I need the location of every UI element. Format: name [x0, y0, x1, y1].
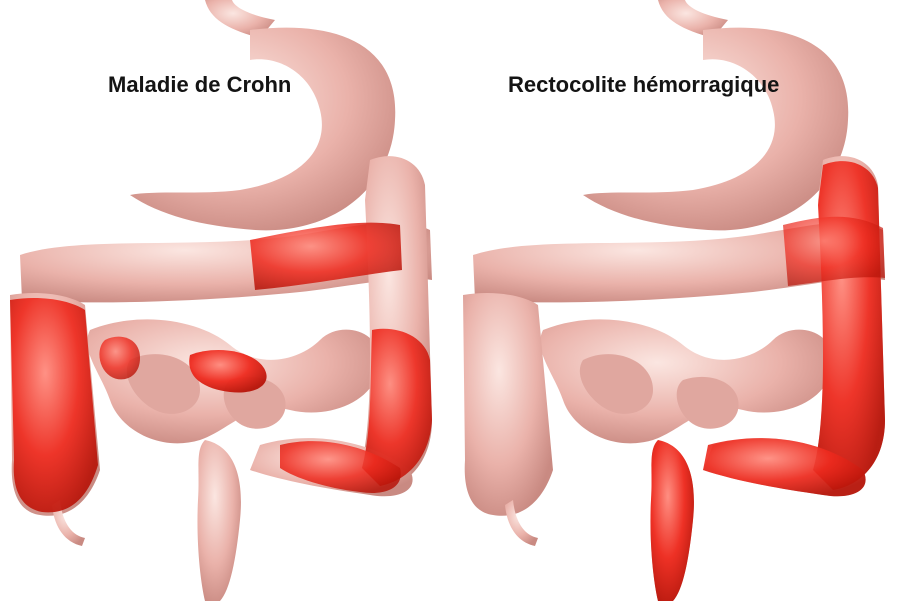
- ulcerative-colitis-panel: Rectocolite hémorragique: [453, 0, 906, 601]
- crohn-label: Maladie de Crohn: [108, 72, 291, 98]
- crohn-panel: Maladie de Crohn: [0, 0, 453, 601]
- inflamed-rectum: [650, 440, 693, 601]
- ulcerative-colitis-label: Rectocolite hémorragique: [508, 72, 779, 98]
- inflamed-descending-colon: [813, 161, 885, 490]
- inflamed-splenic-flexure: [783, 217, 885, 286]
- inflamed-ascending-colon: [10, 298, 98, 512]
